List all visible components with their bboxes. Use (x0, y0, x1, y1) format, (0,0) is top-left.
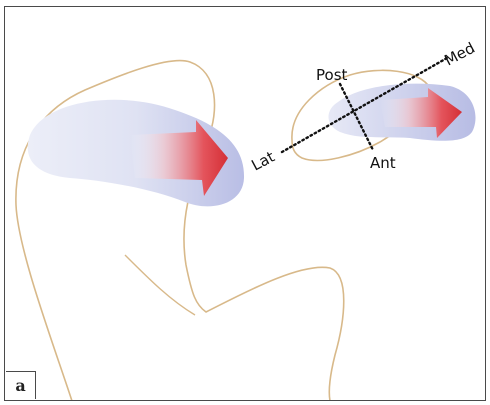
label-post: Post (316, 66, 348, 84)
label-med: Med (441, 39, 477, 70)
inner-bone-contour (125, 255, 195, 315)
label-ant: Ant (370, 154, 396, 172)
panel-label: a (6, 371, 36, 399)
label-lat: Lat (248, 148, 277, 175)
